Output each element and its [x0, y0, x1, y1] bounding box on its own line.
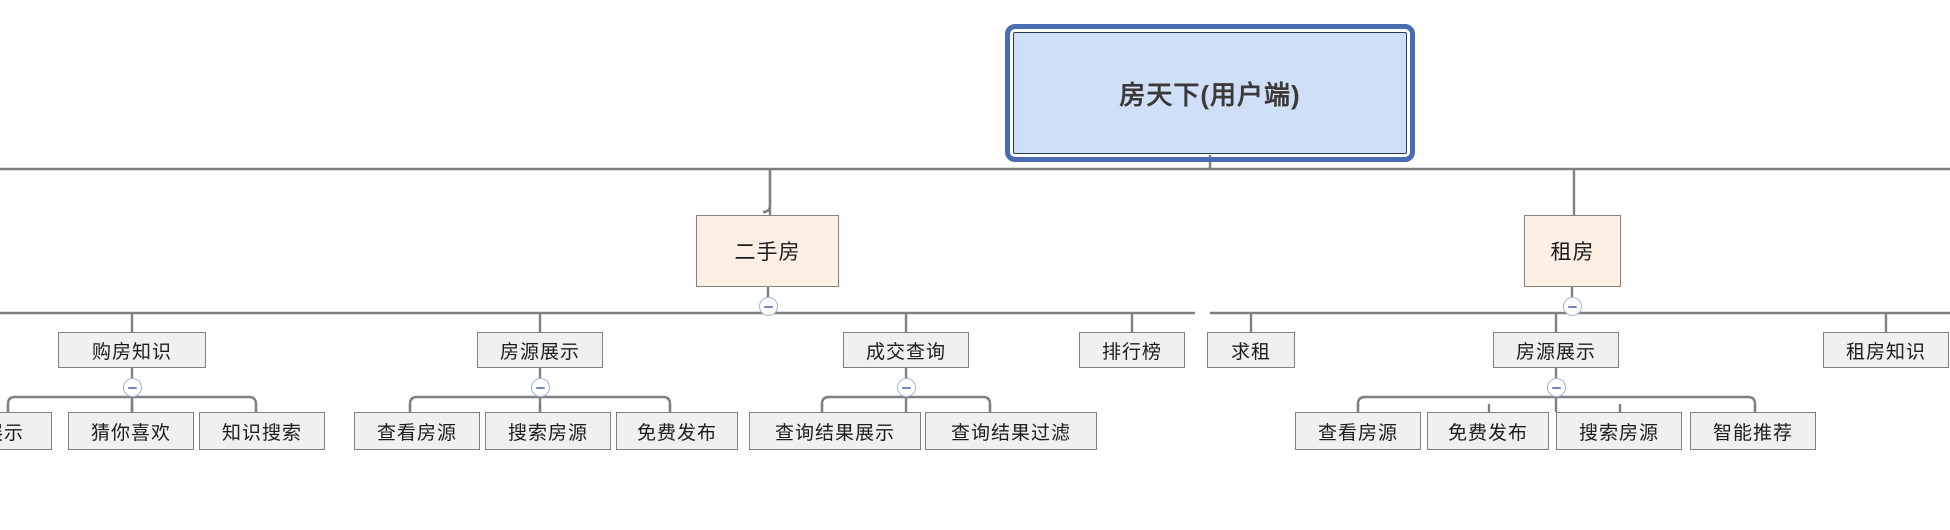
- collapse-toggle-fangyuanzhanshi-zufang[interactable]: [1547, 378, 1566, 397]
- node-chengjiaochaxun[interactable]: 成交查询: [843, 332, 969, 368]
- collapse-toggle-ershoufang[interactable]: [759, 297, 778, 316]
- node-chaxunjieguoguolv[interactable]: 查询结果过滤: [925, 412, 1097, 450]
- collapse-toggle-chengjiaochaxun[interactable]: [897, 378, 916, 397]
- minus-icon: [536, 386, 545, 389]
- node-sousuofangyuan-ershou[interactable]: 搜索房源: [485, 412, 611, 450]
- node-zhinengtuijian[interactable]: 智能推荐: [1690, 412, 1816, 450]
- node-zhishisousuo[interactable]: 知识搜索: [199, 412, 325, 450]
- node-category-zufang[interactable]: 租房: [1524, 215, 1621, 287]
- node-zhanshi[interactable]: 展示: [0, 412, 52, 450]
- node-root[interactable]: 房天下(用户端): [1005, 24, 1415, 162]
- collapse-toggle-fangyuanzhanshi-ershou[interactable]: [531, 378, 550, 397]
- collapse-toggle-zufang[interactable]: [1563, 297, 1582, 316]
- node-cainixihuan[interactable]: 猜你喜欢: [68, 412, 194, 450]
- node-qiuzu[interactable]: 求租: [1207, 332, 1295, 368]
- node-paihangbang[interactable]: 排行榜: [1079, 332, 1185, 368]
- node-fangyuanzhanshi-zufang[interactable]: 房源展示: [1493, 332, 1619, 368]
- minus-icon: [1568, 305, 1577, 308]
- node-chakanfangyuan-zufang[interactable]: 查看房源: [1295, 412, 1421, 450]
- collapse-toggle-goufangzhishi[interactable]: [123, 378, 142, 397]
- node-chakanfangyuan-ershou[interactable]: 查看房源: [354, 412, 480, 450]
- minus-icon: [128, 386, 137, 389]
- node-fangyuanzhanshi-ershou[interactable]: 房源展示: [477, 332, 603, 368]
- minus-icon: [902, 386, 911, 389]
- minus-icon: [1552, 386, 1561, 389]
- node-chaxunjieguozhanshi[interactable]: 查询结果展示: [749, 412, 921, 450]
- node-goufangzhishi[interactable]: 购房知识: [58, 332, 206, 368]
- node-sousuofangyuan-zufang[interactable]: 搜索房源: [1556, 412, 1682, 450]
- node-zufangzhishi[interactable]: 租房知识: [1823, 332, 1949, 368]
- node-mianfeifabu-zufang[interactable]: 免费发布: [1427, 412, 1549, 450]
- node-category-ershoufang[interactable]: 二手房: [696, 215, 839, 287]
- minus-icon: [764, 305, 773, 308]
- node-mianfeifabu-ershou[interactable]: 免费发布: [616, 412, 738, 450]
